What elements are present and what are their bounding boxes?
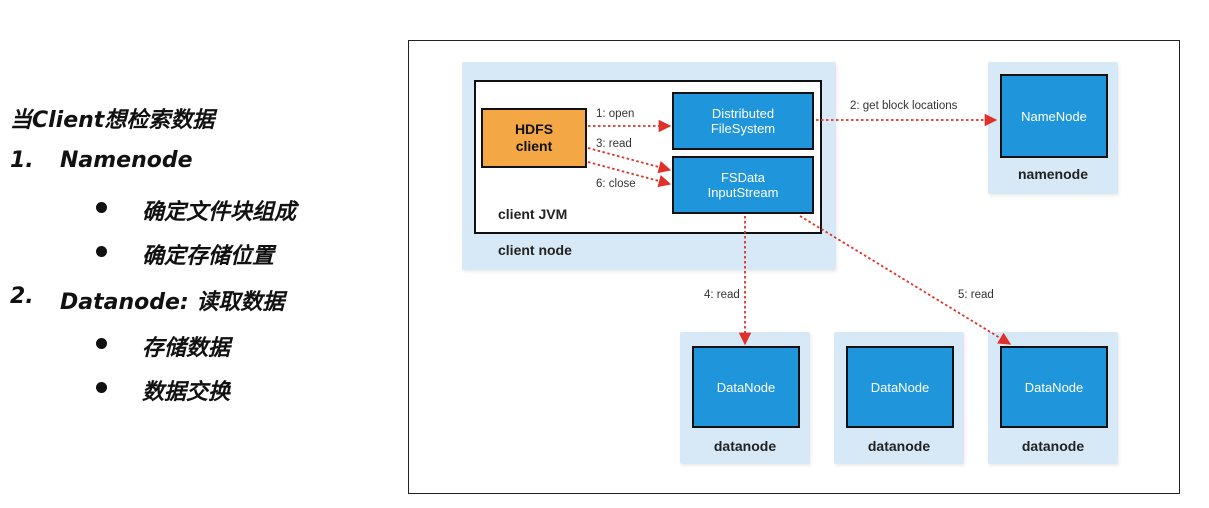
datanode-2-component: DataNode [846,346,954,428]
label-close: 6: close [596,178,636,190]
client-node-label: client node [498,242,572,258]
namenode-component: NameNode [1000,74,1108,158]
namenode-label: namenode [1017,166,1088,182]
datanode-1-label: datanode [713,438,777,454]
label-read-4: 4: read [704,289,740,301]
bullet-dot [96,382,107,393]
datanode-3-component: DataNode [1000,346,1108,428]
client-jvm-label: client JVM [498,206,568,222]
hdfs-client: HDFS client [481,108,587,168]
item-1-bullet-2: 确定存储位置 [142,244,275,269]
panel-title: 当Client想检索数据 [10,108,215,133]
label-open: 1: open [596,108,635,120]
label-read-3: 3: read [596,138,632,150]
bullet-dot [96,202,107,213]
datanode-3-label: datanode [1021,438,1085,454]
item-1-number: 1. [10,148,34,173]
fsdata-inputstream: FSData InputStream [672,156,814,214]
text-panel: 当Client想检索数据 1. Namenode 确定文件块组成 确定存储位置 … [0,0,400,508]
bullet-dot [96,338,107,349]
datanode-1-component: DataNode [692,346,800,428]
label-read-5: 5: read [958,289,994,301]
item-1-bullet-1: 确定文件块组成 [142,200,297,225]
datanode-2-label: datanode [867,438,931,454]
label-get-block-locations: 2: get block locations [850,100,958,112]
item-2-label: Datanode: 读取数据 [60,290,285,315]
item-2-number: 2. [10,284,34,309]
bullet-dot [96,246,107,257]
item-2-bullet-1: 存储数据 [142,336,231,361]
item-2-bullet-2: 数据交换 [142,380,231,405]
distributed-filesystem: Distributed FileSystem [672,92,814,150]
item-1-label: Namenode [60,148,193,173]
